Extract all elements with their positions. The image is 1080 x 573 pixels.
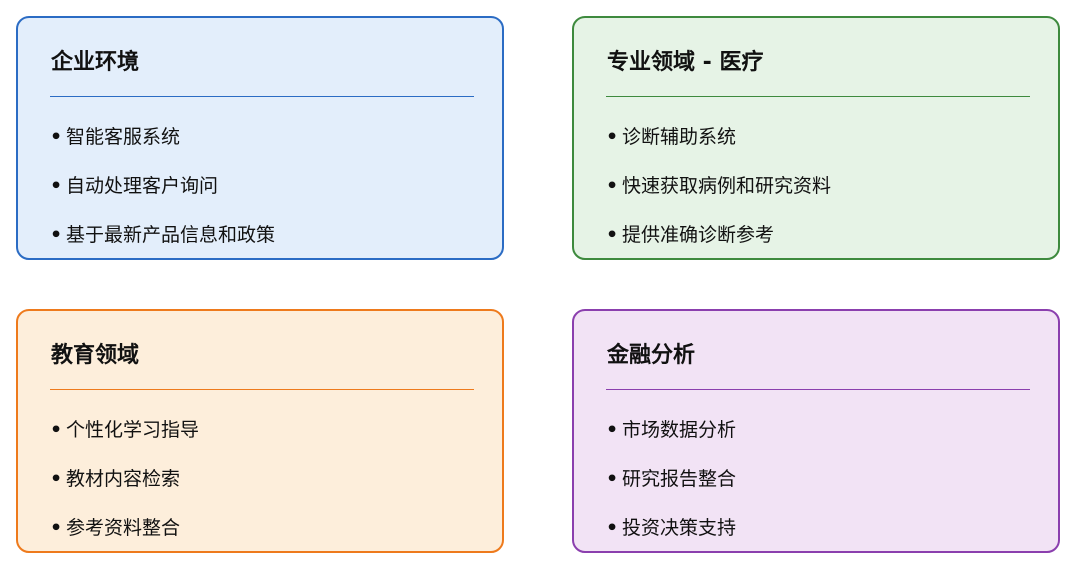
- list-item: •基于最新产品信息和政策: [50, 220, 275, 269]
- card-medical: 专业领域 - 医疗 •诊断辅助系统 •快速获取病例和研究资料 •提供准确诊断参考: [572, 16, 1060, 260]
- bullet-icon: •: [606, 224, 619, 246]
- list-item-label: 自动处理客户询问: [66, 175, 219, 197]
- bullet-icon: •: [606, 175, 619, 197]
- list-item-label: 智能客服系统: [66, 126, 181, 148]
- list-item: •个性化学习指导: [50, 415, 199, 464]
- card-item-list: •市场数据分析 •研究报告整合 •投资决策支持: [606, 415, 736, 562]
- list-item: •快速获取病例和研究资料: [606, 171, 831, 220]
- list-item-label: 快速获取病例和研究资料: [622, 175, 832, 197]
- list-item: •自动处理客户询问: [50, 171, 275, 220]
- list-item-label: 提供准确诊断参考: [622, 224, 775, 246]
- list-item: •市场数据分析: [606, 415, 736, 464]
- list-item: •研究报告整合: [606, 464, 736, 513]
- bullet-icon: •: [50, 517, 63, 539]
- list-item: •提供准确诊断参考: [606, 220, 831, 269]
- card-divider: [606, 389, 1030, 390]
- bullet-icon: •: [50, 175, 63, 197]
- list-item-label: 教材内容检索: [66, 468, 181, 490]
- list-item: •诊断辅助系统: [606, 122, 831, 171]
- bullet-icon: •: [606, 419, 619, 441]
- card-item-list: •诊断辅助系统 •快速获取病例和研究资料 •提供准确诊断参考: [606, 122, 831, 269]
- bullet-icon: •: [50, 468, 63, 490]
- list-item-label: 基于最新产品信息和政策: [66, 224, 276, 246]
- list-item-label: 投资决策支持: [622, 517, 737, 539]
- card-finance: 金融分析 •市场数据分析 •研究报告整合 •投资决策支持: [572, 309, 1060, 553]
- list-item: •智能客服系统: [50, 122, 275, 171]
- bullet-icon: •: [50, 419, 63, 441]
- list-item-label: 参考资料整合: [66, 517, 181, 539]
- card-item-list: •智能客服系统 •自动处理客户询问 •基于最新产品信息和政策: [50, 122, 275, 269]
- list-item-label: 研究报告整合: [622, 468, 737, 490]
- card-enterprise: 企业环境 •智能客服系统 •自动处理客户询问 •基于最新产品信息和政策: [16, 16, 504, 260]
- card-title: 金融分析: [607, 343, 696, 368]
- card-title: 教育领域: [51, 343, 140, 368]
- list-item: •参考资料整合: [50, 513, 199, 562]
- list-item-label: 市场数据分析: [622, 419, 737, 441]
- bullet-icon: •: [50, 224, 63, 246]
- list-item: •投资决策支持: [606, 513, 736, 562]
- bullet-icon: •: [606, 517, 619, 539]
- list-item-label: 个性化学习指导: [66, 419, 200, 441]
- card-divider: [50, 96, 474, 97]
- bullet-icon: •: [606, 126, 619, 148]
- list-item: •教材内容检索: [50, 464, 199, 513]
- card-divider: [606, 96, 1030, 97]
- card-item-list: •个性化学习指导 •教材内容检索 •参考资料整合: [50, 415, 199, 562]
- bullet-icon: •: [50, 126, 63, 148]
- card-education: 教育领域 •个性化学习指导 •教材内容检索 •参考资料整合: [16, 309, 504, 553]
- list-item-label: 诊断辅助系统: [622, 126, 737, 148]
- card-divider: [50, 389, 474, 390]
- bullet-icon: •: [606, 468, 619, 490]
- card-title: 企业环境: [51, 50, 140, 75]
- card-title: 专业领域 - 医疗: [607, 50, 764, 75]
